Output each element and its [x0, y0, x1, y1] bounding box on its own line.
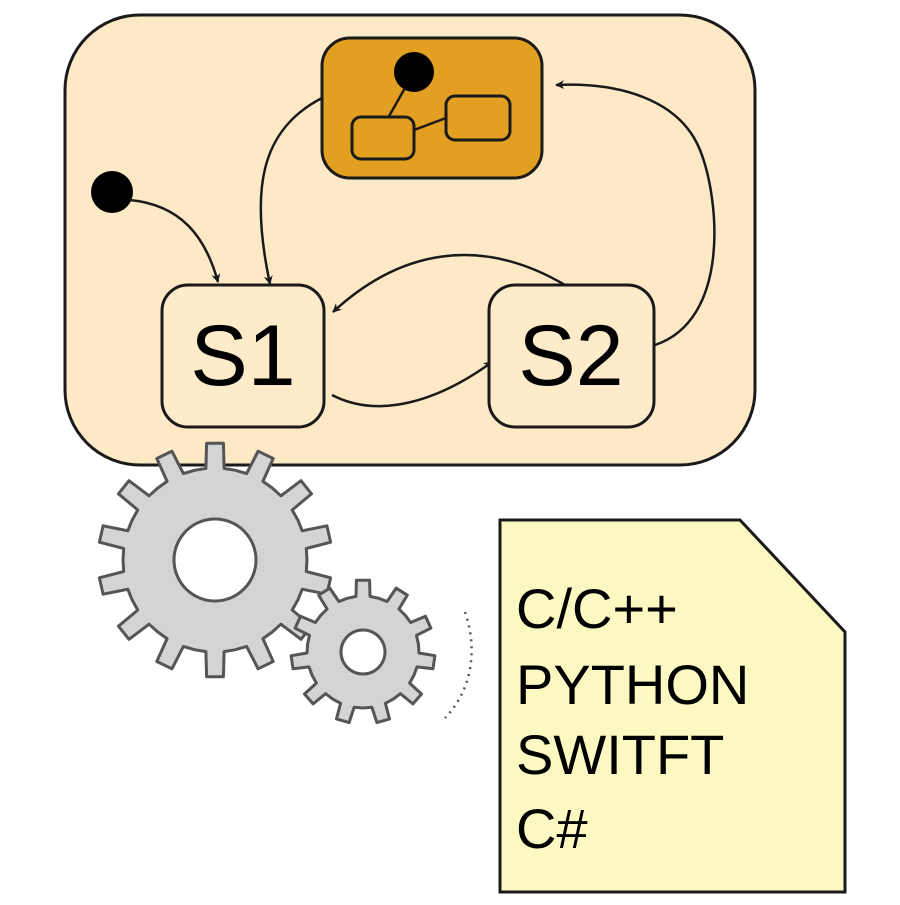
state-s2: S2 [487, 283, 656, 429]
code-language-cpp: C/C++ [516, 577, 678, 640]
state-s2-box [487, 283, 656, 429]
transition-s2-to-s1 [332, 253, 566, 313]
transition-initial-to-s1 [129, 198, 221, 283]
code-language-csharp: C# [516, 797, 588, 860]
output-dotted-arc [444, 611, 473, 719]
code-language-swift: SWITFT [516, 723, 724, 786]
state-s1-label: S1 [190, 308, 295, 404]
big-gear-hole [172, 517, 258, 603]
state-s1-box [160, 283, 326, 429]
transition-s2-to-composite [555, 80, 716, 347]
code-file: C/C++ PYTHON SWITFT C# [498, 518, 847, 894]
composite-state [320, 36, 544, 180]
document-dog-ear-icon [498, 518, 847, 894]
nested-state-machine-icon [350, 52, 512, 161]
state-s2-label: S2 [518, 308, 623, 404]
transition-composite-to-s1 [259, 96, 323, 285]
code-language-python: PYTHON [516, 653, 749, 716]
transition-s1-to-s2 [331, 360, 493, 408]
initial-pseudostate-icon [91, 171, 133, 213]
big-gear-icon [97, 441, 333, 679]
small-gear-hole [339, 628, 387, 676]
state-s1: S1 [160, 283, 326, 429]
small-gear-icon [289, 578, 437, 725]
